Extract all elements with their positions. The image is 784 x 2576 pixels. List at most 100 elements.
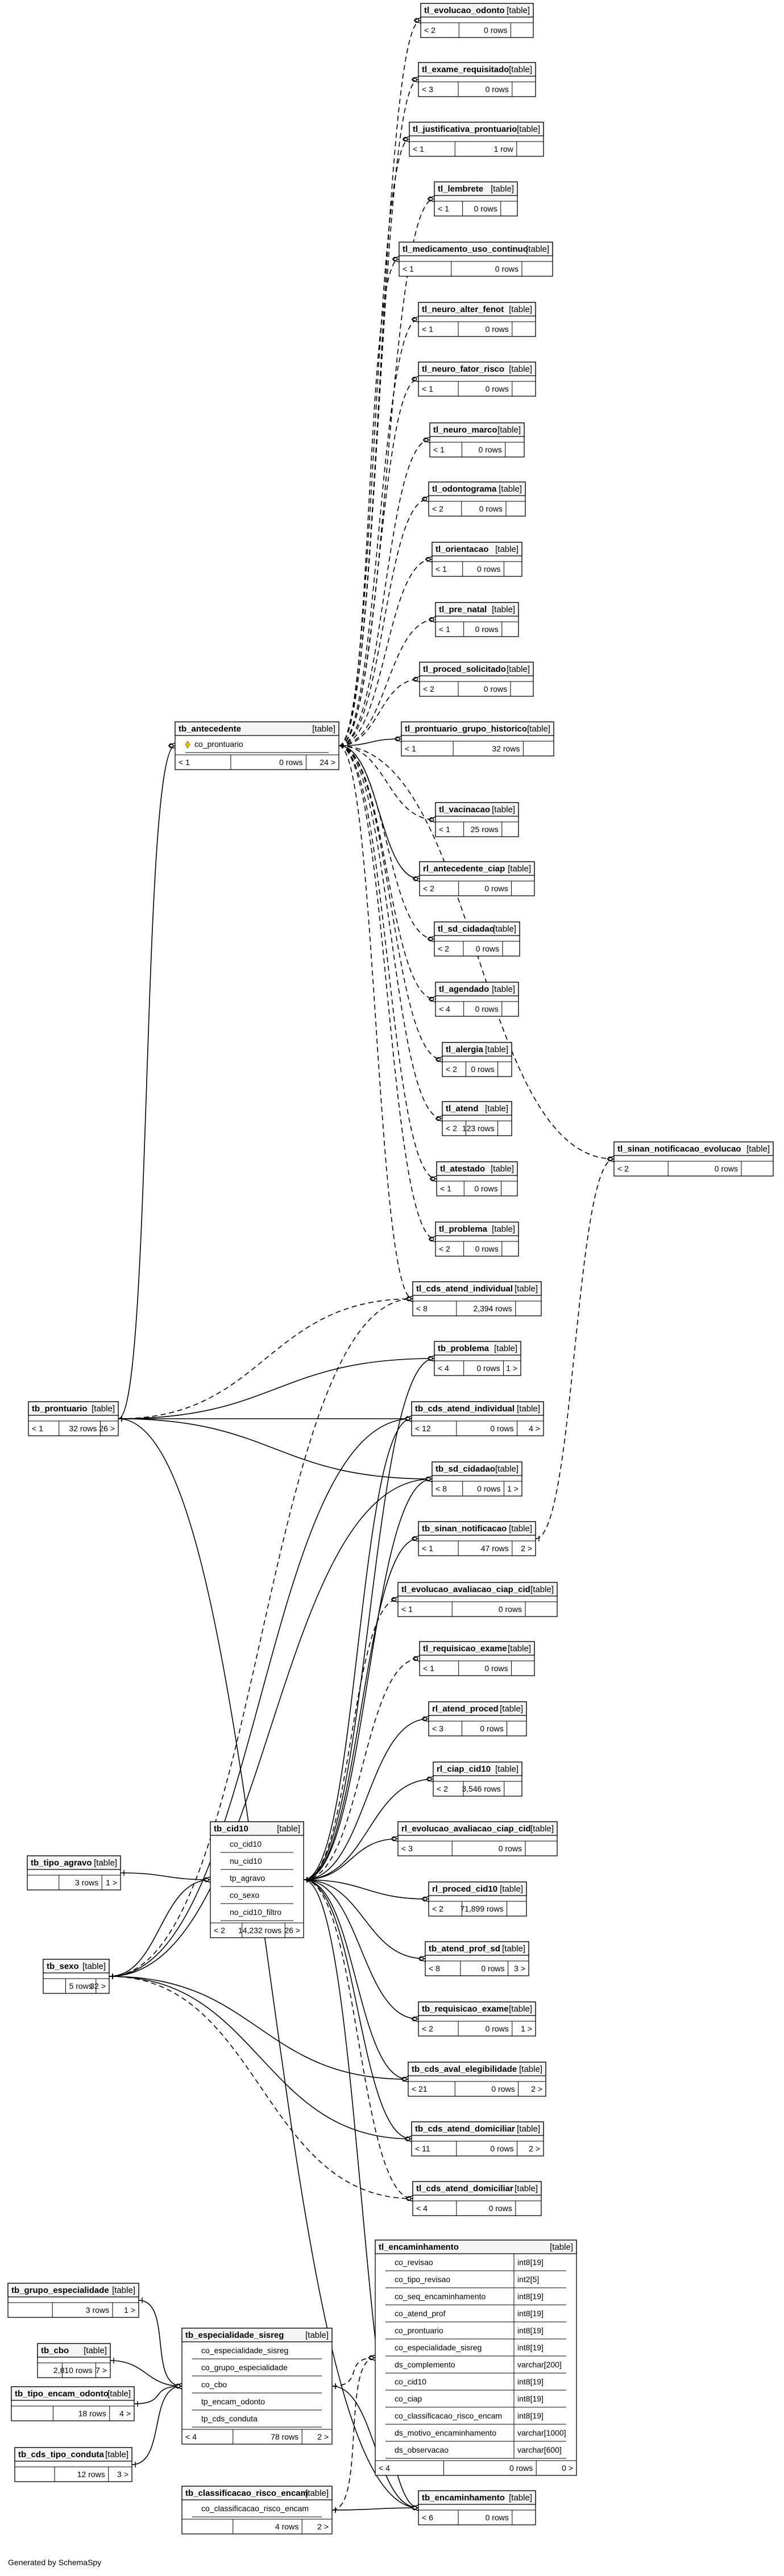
row-count: 0 rows [499,1605,522,1614]
parent-count: < 1 [179,758,190,767]
column-co-prontuario: co_prontuario [194,739,243,749]
table-name: tb_cds_aval_elegibilidade [412,2064,517,2074]
parent-count: < 4 [438,1364,449,1373]
row-count: 0 rows [484,1664,508,1673]
table-header [14,2447,132,2462]
table-tb-classificacao-risco-encam[interactable]: tb_classificacao_risco_encam[table]co_cl… [181,2486,333,2535]
relationship-tb-sexo-to-tb-cds-atend-domiciliar [109,1976,412,2139]
table-tb-cid10[interactable]: tb_cid10[table]co_cid10nu_cid10tp_agravo… [210,1821,304,1938]
table-rl-evolucao-avaliacao-ciap-cid[interactable]: rl_evolucao_avaliacao_ciap_cid[table]< 3… [397,1821,558,1856]
table-tl-evolucao-avaliacao-ciap-cid[interactable]: tl_evolucao_avaliacao_ciap_cid[table]< 1… [397,1582,558,1617]
table-header [442,1101,512,1116]
table-header [435,982,519,996]
table-kind-label: [table] [105,2450,128,2459]
table-tl-encaminhamento[interactable]: tl_encaminhamento[table]int8[19]co_revis… [375,2240,577,2476]
parent-count: < 1 [433,445,445,454]
relationship-tb-antecedente-to-tl-odontograma [338,498,429,746]
relationship-tb-prontuario-to-tl-cds-atend-individual [118,1298,413,1419]
relationship-tb-cid10-to-tb-problema [303,1358,435,1880]
parent-count: < 2 [214,1926,225,1935]
crowfoot-prong [402,136,410,143]
table-header [7,2283,139,2297]
table-name: tl_cds_atend_domiciliar [416,2184,513,2193]
table-kind-label: [table] [517,1404,540,1414]
relationship-tb-cid10-to-tb-atend-prof-sd [303,1879,426,1959]
crowfoot-prong [168,742,176,749]
relationship-tb-cid10-to-tl-evolucao-avaliacao-ciap-cid [303,1599,399,1880]
row-count: 4 rows [275,2522,298,2531]
column-co-cbo: co_cbo [201,2380,227,2389]
table-name: tb_tipo_agravo [31,1858,92,1868]
relationship-tb-antecedente-to-tl-neuro-marco [338,439,430,746]
table-name: tb_problema [438,1344,490,1353]
table-kind-label: [table] [107,2389,131,2399]
table-name: tb_encaminhamento [422,2493,505,2503]
table-kind-label: [table] [507,6,530,15]
table-header [401,721,554,736]
relationship-tb-antecedente-to-tl-alergia [338,745,443,1060]
table-name: tb_sd_cidadao [435,1464,495,1474]
relationship-tb-especialidade-sisreg-to-tl-encaminhamento [331,2357,376,2387]
row-count: 32 rows [492,744,520,753]
crowfoot-prong [425,556,433,563]
row-count: 0 rows [491,2084,515,2093]
table-name: tl_encaminhamento [379,2242,459,2252]
relationship-tb-antecedente-to-tl-sinan-notificacao-evolucao [338,745,615,1160]
relationship-tb-antecedente-to-tl-medicamento-uso-continuo [338,259,400,746]
table-header [442,1042,512,1057]
relationship-tb-sexo-to-tb-cds-atend-individual [109,1418,412,1977]
table-tb-especialidade-sisreg[interactable]: tb_especialidade_sisreg[table]co_especia… [181,2328,333,2445]
child-count: 2 > [317,2522,329,2531]
table-header [412,2181,542,2196]
table-header [418,2490,536,2505]
column-co-atend-prof: co_atend_prof [395,2309,446,2318]
relationship-tb-cid10-to-tb-cds-atend-individual [303,1418,412,1880]
relationship-tb-sinan-notificacao-to-tl-sinan-notificacao-evolucao [535,1158,615,1539]
